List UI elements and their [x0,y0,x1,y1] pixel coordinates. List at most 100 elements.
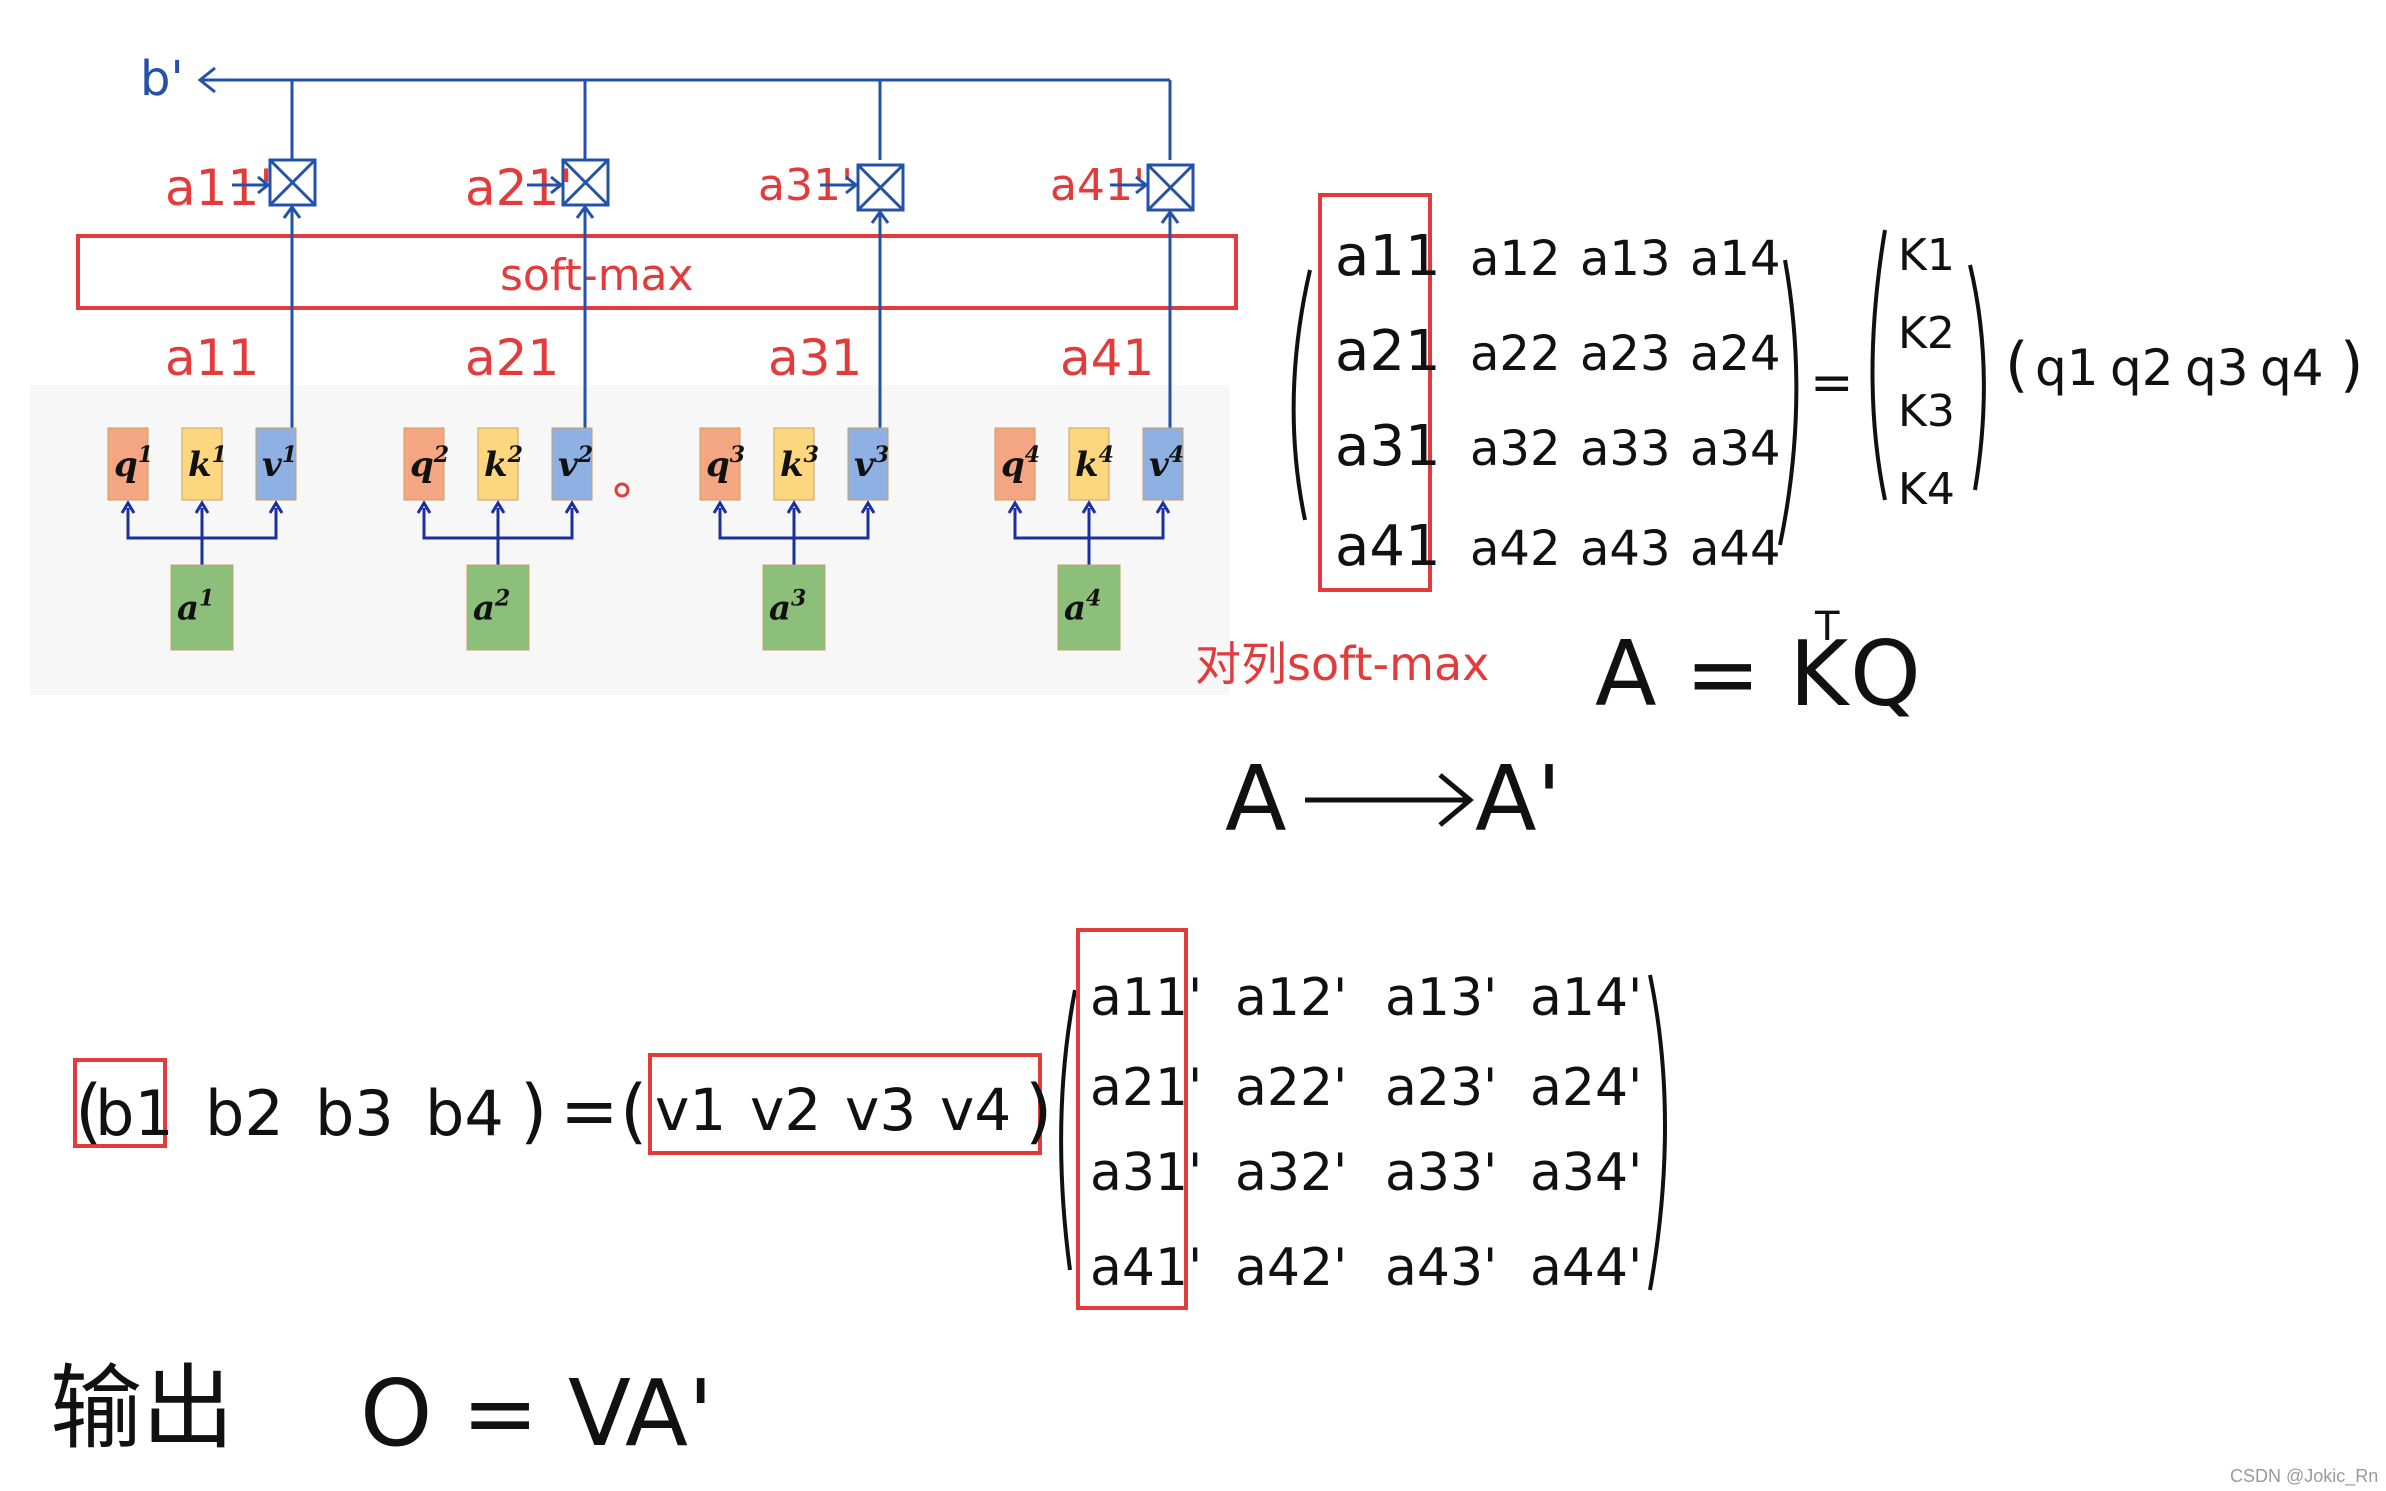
key-box-3: k3 [773,427,819,501]
v-row-left-paren: ( [620,1070,647,1152]
matrix-A-cell: a11 [1335,224,1441,289]
matrix-A-cell: a31 [1335,414,1441,479]
value-box-4: v4 [1142,427,1184,501]
value-box-2-letter: v [558,445,579,485]
svg-text:k3: k3 [780,442,819,485]
qkv-connector-2 [416,500,580,565]
b-entry: b1 [95,1077,174,1150]
b-entry: b2 [205,1077,284,1150]
score-labels: a11 a21 a31 a41 [165,329,1154,387]
score-3: a31 [768,329,862,387]
value-box-3-letter: v [854,445,875,485]
A-prime-cell: a41' [1090,1238,1202,1298]
key-box-2-letter: k [484,445,508,485]
A-prime-cell: a24' [1530,1058,1642,1118]
score-prime-1: a11' [165,159,273,217]
query-box-1: q1 [107,427,153,501]
A-prime-cell: a11' [1090,968,1202,1028]
Q-symbol: Q [1850,622,1921,727]
svg-text:a2: a2 [473,586,510,629]
matrix-A-cell: a34 [1690,421,1781,477]
value-box-4-sup: 4 [1169,442,1184,468]
output-label-b-prime: b' [140,51,184,107]
softmax-box [76,234,1238,310]
query-box-2-sup: 2 [433,442,449,468]
svg-text:v3: v3 [854,442,889,485]
query-box-3: q3 [699,427,745,501]
matrix-A-cell: a41 [1335,514,1441,579]
A-prime-cell: a22' [1235,1058,1347,1118]
svg-text:a1: a1 [177,586,214,629]
value-box-1: v1 [255,427,297,501]
input-box-4-letter: a [1064,589,1086,629]
matrix-A-right-paren [1778,259,1799,546]
svg-text:a3: a3 [769,586,806,629]
value-box-1-sup: 1 [282,442,297,468]
matrix-A-cell: a32 [1470,421,1561,477]
svg-text:q3: q3 [706,442,745,485]
score-4: a41 [1060,329,1154,387]
svg-text:k2: k2 [484,442,523,485]
svg-text:q1: q1 [114,442,153,485]
matrix-A-cell: a23 [1580,326,1671,382]
query-box-3-letter: q [706,445,730,485]
query-box-2: q2 [403,427,449,501]
query-box-2-letter: q [410,445,434,485]
svg-text:k4: k4 [1075,442,1114,485]
input-box-4: a4 [1057,564,1121,651]
value-box-4-letter: v [1149,445,1170,485]
input-box-1-letter: a [177,589,199,629]
query-box-4: q4 [994,427,1040,501]
value-box-2-sup: 2 [577,442,593,468]
Q-entry: q4 [2260,339,2324,397]
svg-text:v2: v2 [558,442,593,485]
b-row-right-paren: ) [520,1070,547,1152]
matrix-A-left-paren [1291,269,1312,521]
value-box-3-sup: 3 [874,442,889,468]
svg-text:a4: a4 [1064,586,1101,629]
A-symbol: A [1225,747,1287,852]
v-row-right-paren: ) [1025,1070,1052,1152]
query-box-4-letter: q [1001,445,1025,485]
v-entry: v1 [655,1076,726,1144]
score-1: a11 [165,329,259,387]
A-equals-K: A = K [1595,622,1850,727]
matrix-A-cell: a24 [1690,326,1781,382]
qkv-connector-1 [120,500,284,565]
A-prime-cell: a13' [1385,968,1497,1028]
A-prime-cell: a34' [1530,1143,1642,1203]
b-row-left-paren: ( [75,1070,102,1152]
A-prime-left-paren [1059,989,1077,1271]
input-box-3: a3 [762,564,826,651]
input-box-3-letter: a [769,589,791,629]
svg-text:q4: q4 [1001,442,1040,485]
output-equals: = [560,1070,619,1152]
A-prime-cell: a21' [1090,1058,1202,1118]
matrix-A-cell: a44 [1690,521,1781,577]
transpose-superscript: T [1814,604,1840,650]
final-equation: O = VA' [360,1360,713,1467]
A-prime-cell: a44' [1530,1238,1642,1298]
multiply-node-2 [561,158,610,207]
K-column-right-paren [1968,264,1986,491]
v-entry: v3 [845,1076,916,1144]
key-box-2-sup: 2 [507,442,523,468]
key-box-3-sup: 3 [804,442,819,468]
key-box-3-letter: k [780,445,804,485]
multiply-node-3 [856,163,905,212]
Q-entry: q2 [2110,339,2174,397]
input-box-1: a1 [170,564,234,651]
query-box-1-sup: 1 [138,442,153,468]
score-2: a21 [465,329,559,387]
value-box-1-letter: v [262,445,283,485]
